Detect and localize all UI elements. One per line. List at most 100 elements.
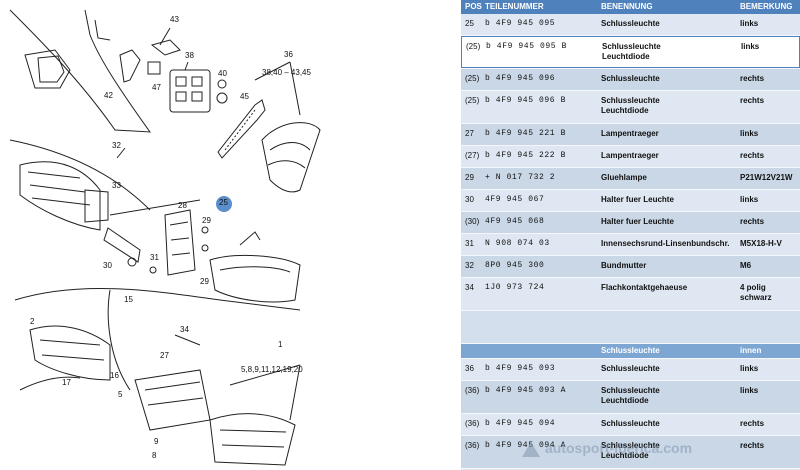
cell-note: rechts xyxy=(740,151,765,160)
callout-2: 2 xyxy=(30,317,35,326)
cell-pos: 27 xyxy=(465,129,474,138)
table-row[interactable]: 36 b 4F9 945 093 Schlussleuchte links xyxy=(461,359,800,380)
callout-34: 34 xyxy=(180,325,189,334)
cell-note: M6 xyxy=(740,261,752,270)
cell-name: Schlussleuchte Leuchtdiode xyxy=(602,42,661,61)
callout-29: 29 xyxy=(200,277,209,286)
watermark-logo-icon xyxy=(522,442,540,457)
cell-note: links xyxy=(740,386,759,395)
tail-light-inner-25 xyxy=(209,254,301,303)
body-panel-upper xyxy=(9,9,152,133)
table-header: POS TEILENUMMER BENENNUNG BEMERKUNG xyxy=(461,0,800,14)
cell-note: innen xyxy=(740,346,762,355)
cell-part: 8P0 945 300 xyxy=(485,261,545,270)
callout-15: 15 xyxy=(124,295,133,304)
table-row[interactable] xyxy=(461,311,800,343)
callout-25: 25 xyxy=(219,198,228,207)
table-row[interactable]: 25 b 4F9 945 095 Schlussleuchte links xyxy=(461,14,800,35)
cell-name: Innensechsrund-Linsenbundschr. xyxy=(601,239,730,248)
callout-31: 31 xyxy=(150,253,159,262)
lamp-carrier-27 xyxy=(164,209,196,276)
callout-45: 45 xyxy=(240,92,249,101)
cell-name: Lampentraeger xyxy=(601,151,659,160)
cell-pos: (36) xyxy=(465,441,480,450)
table-row[interactable]: (30) 4F9 945 068 Halter fuer Leuchte recht… xyxy=(461,212,800,233)
cell-part: b 4F9 945 093 A xyxy=(485,386,567,395)
cell-note: rechts xyxy=(740,217,765,226)
table-section-row[interactable]: Schlussleuchte innen xyxy=(461,344,800,358)
row-divider xyxy=(461,380,800,381)
callout-32: 32 xyxy=(112,141,121,150)
cell-name: Schlussleuchte xyxy=(601,419,660,428)
callout-9: 9 xyxy=(154,437,159,446)
callout-38: 38 xyxy=(185,51,194,60)
cell-name: Flachkontaktgehaeuse xyxy=(601,283,688,292)
cell-name: Schlussleuchte Leuchtdiode xyxy=(601,441,660,460)
cell-note: links xyxy=(741,42,760,51)
callout-29: 29 xyxy=(202,216,211,225)
cell-pos: 29 xyxy=(465,173,474,182)
row-divider xyxy=(461,35,800,36)
callout-28: 28 xyxy=(178,201,187,210)
cell-part: 4F9 945 067 xyxy=(485,195,545,204)
table-row[interactable]: 32 8P0 945 300 Bundmutter M6 xyxy=(461,256,800,277)
header-name: BENENNUNG xyxy=(601,2,653,11)
header-part: TEILENUMMER xyxy=(485,2,544,11)
row-divider xyxy=(461,358,800,359)
cell-pos: (25) xyxy=(466,42,481,51)
row-divider xyxy=(461,343,800,344)
cell-part: b 4F9 945 095 xyxy=(485,19,556,28)
lamp-housing-38 xyxy=(169,69,211,113)
callout-16: 16 xyxy=(110,371,119,380)
cell-note: links xyxy=(740,19,759,28)
callout-33: 33 xyxy=(112,181,121,190)
cell-part: b 4F9 945 093 xyxy=(485,364,556,373)
cell-name: Schlussleuchte xyxy=(601,19,660,28)
parts-table: POS TEILENUMMER BENENNUNG BEMERKUNG 25 b … xyxy=(461,0,800,470)
cell-name: Schlussleuchte xyxy=(601,74,660,83)
callout-42: 42 xyxy=(104,91,113,100)
cell-name: Schlussleuchte Leuchtdiode xyxy=(601,96,660,115)
cell-note: rechts xyxy=(740,441,765,450)
cell-name: Schlussleuchte xyxy=(601,346,660,355)
cell-pos: 36 xyxy=(465,364,474,373)
row-divider xyxy=(461,255,800,256)
cell-name: Bundmutter xyxy=(601,261,647,270)
row-divider xyxy=(461,468,800,469)
cell-name: Schlussleuchte Leuchtdiode xyxy=(601,386,660,405)
cell-pos: 32 xyxy=(465,261,474,270)
cell-part: b 4F9 945 096 B xyxy=(485,96,567,105)
cell-name: Gluehlampe xyxy=(601,173,647,182)
cell-name: Halter fuer Leuchte xyxy=(601,217,674,226)
cell-pos: (36) xyxy=(465,386,480,395)
row-divider xyxy=(461,167,800,168)
cell-pos: (25) xyxy=(465,74,480,83)
tail-light-lower-1 xyxy=(209,413,296,466)
cell-name: Schlussleuchte xyxy=(601,364,660,373)
tail-light-outer-36 xyxy=(261,122,321,193)
cell-pos: 25 xyxy=(465,19,474,28)
table-row[interactable]: (36) b 4F9 945 093 A Schlussleuchte Leucht… xyxy=(461,381,800,413)
cell-pos: (30) xyxy=(465,217,480,226)
callout-27: 27 xyxy=(160,351,169,360)
cell-note: M5X18-H-V xyxy=(740,239,782,248)
cell-note: links xyxy=(740,364,759,373)
callout-17: 17 xyxy=(62,378,71,387)
callout-47: 47 xyxy=(152,83,161,92)
cell-note: P21W12V21W xyxy=(740,173,793,182)
row-divider xyxy=(461,277,800,278)
cell-name: Lampentraeger xyxy=(601,129,659,138)
cell-part: 4F9 945 068 xyxy=(485,217,545,226)
cell-part: 1J0 973 724 xyxy=(485,283,545,292)
cell-note: rechts xyxy=(740,96,765,105)
